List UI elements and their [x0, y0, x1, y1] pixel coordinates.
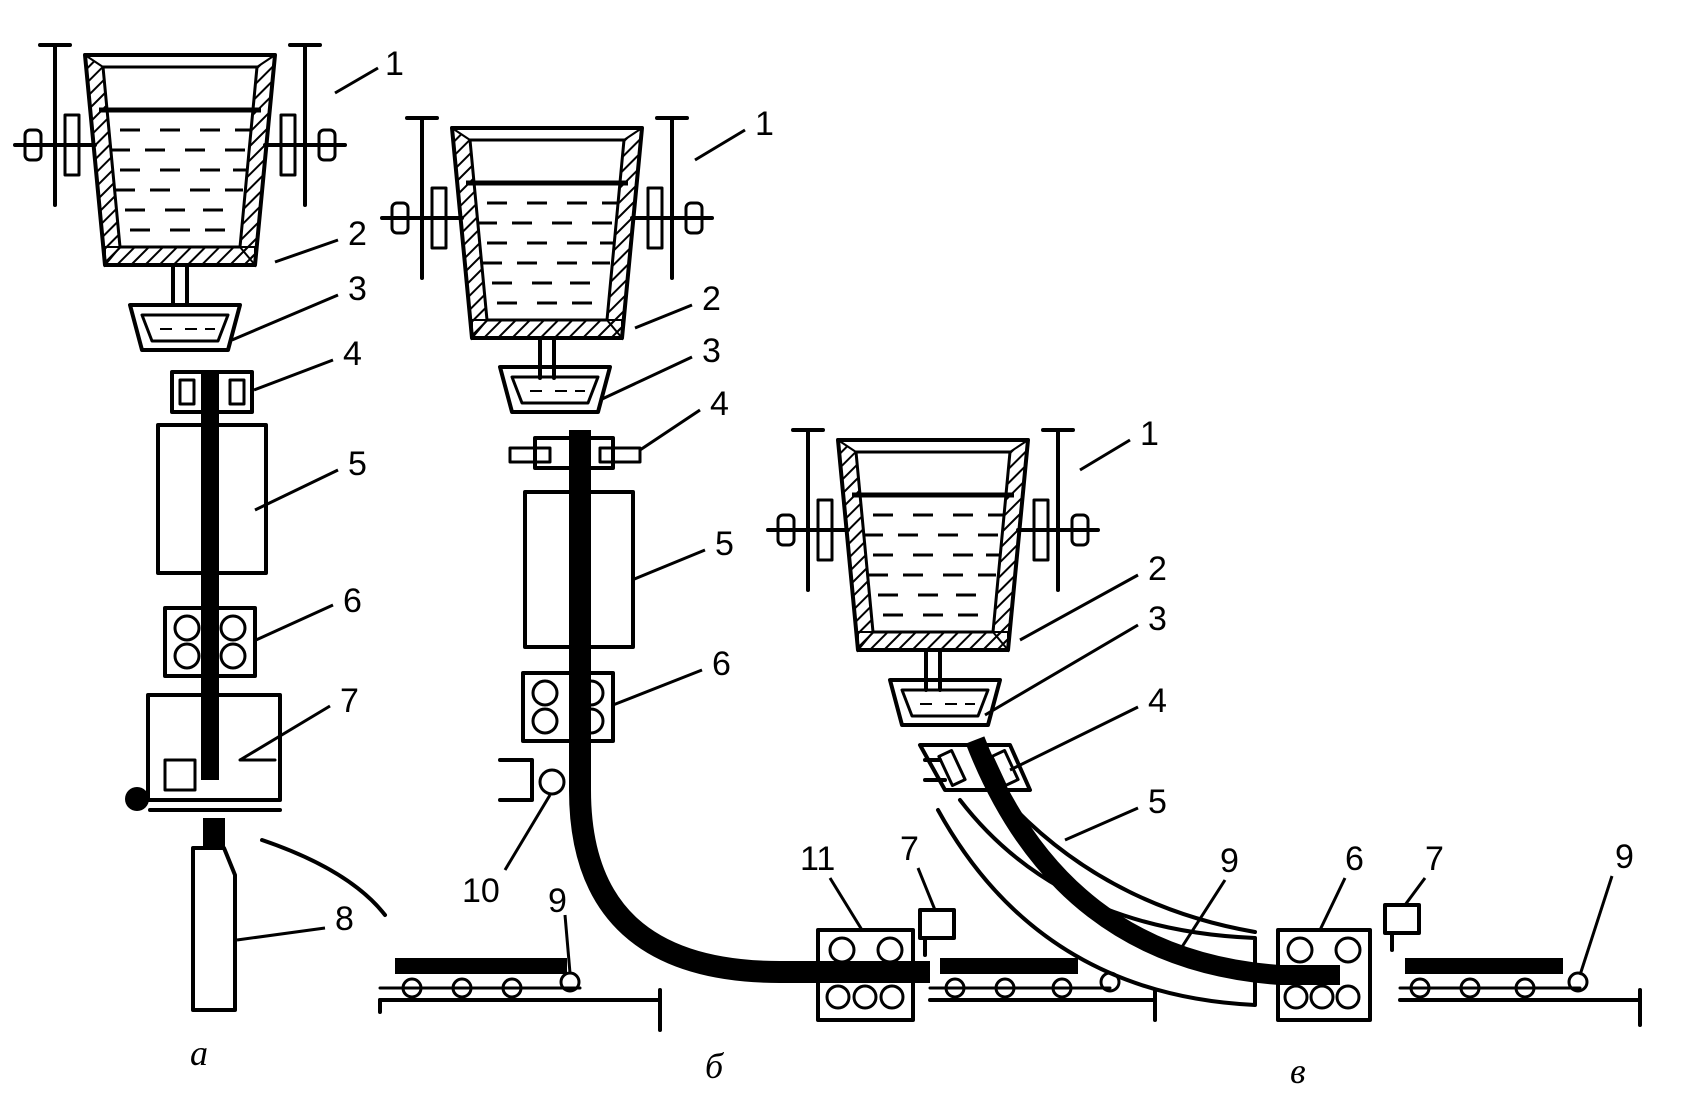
- label-a-7: 7: [340, 682, 359, 720]
- label-b-6: 6: [712, 645, 731, 683]
- label-v-3: 3: [1148, 600, 1167, 638]
- label-b-5: 5: [715, 525, 734, 563]
- label-b-7: 7: [900, 830, 919, 868]
- label-v-9a: 9: [1220, 842, 1239, 880]
- panel-b: [378, 118, 1157, 1032]
- panel-v-labels: 1 2 3 4 5 9 6 7 9 в: [984, 415, 1634, 1091]
- caption-v: в: [1290, 1051, 1306, 1091]
- label-v-9b: 9: [1615, 838, 1634, 876]
- caption-a: а: [190, 1033, 208, 1073]
- panel-b-labels: 1 2 3 4 5 6 10 9 11 7 б: [462, 105, 937, 1086]
- label-v-6: 6: [1345, 840, 1364, 878]
- label-a-6: 6: [343, 582, 362, 620]
- label-a-3: 3: [348, 270, 367, 308]
- label-a-4: 4: [343, 335, 362, 373]
- caption-b: б: [705, 1046, 725, 1086]
- label-a-2: 2: [348, 215, 367, 253]
- label-v-7: 7: [1425, 840, 1444, 878]
- label-b-1: 1: [755, 105, 774, 143]
- label-v-4: 4: [1148, 682, 1167, 720]
- label-b-2: 2: [702, 280, 721, 318]
- label-a-8: 8: [335, 900, 354, 938]
- strand: [201, 370, 219, 780]
- label-b-9: 9: [548, 882, 567, 920]
- panel-a-labels: 1 2 3 4 5 6 7 8 а: [190, 45, 404, 1073]
- label-b-3: 3: [702, 332, 721, 370]
- label-v-2: 2: [1148, 550, 1167, 588]
- label-b-4: 4: [710, 385, 729, 423]
- label-v-1: 1: [1140, 415, 1159, 453]
- label-a-5: 5: [348, 445, 367, 483]
- panel-a: [15, 45, 387, 1012]
- label-b-10: 10: [462, 872, 500, 910]
- label-a-1: 1: [385, 45, 404, 83]
- panel-v: [768, 430, 1642, 1027]
- label-v-5: 5: [1148, 783, 1167, 821]
- label-b-11: 11: [800, 840, 835, 878]
